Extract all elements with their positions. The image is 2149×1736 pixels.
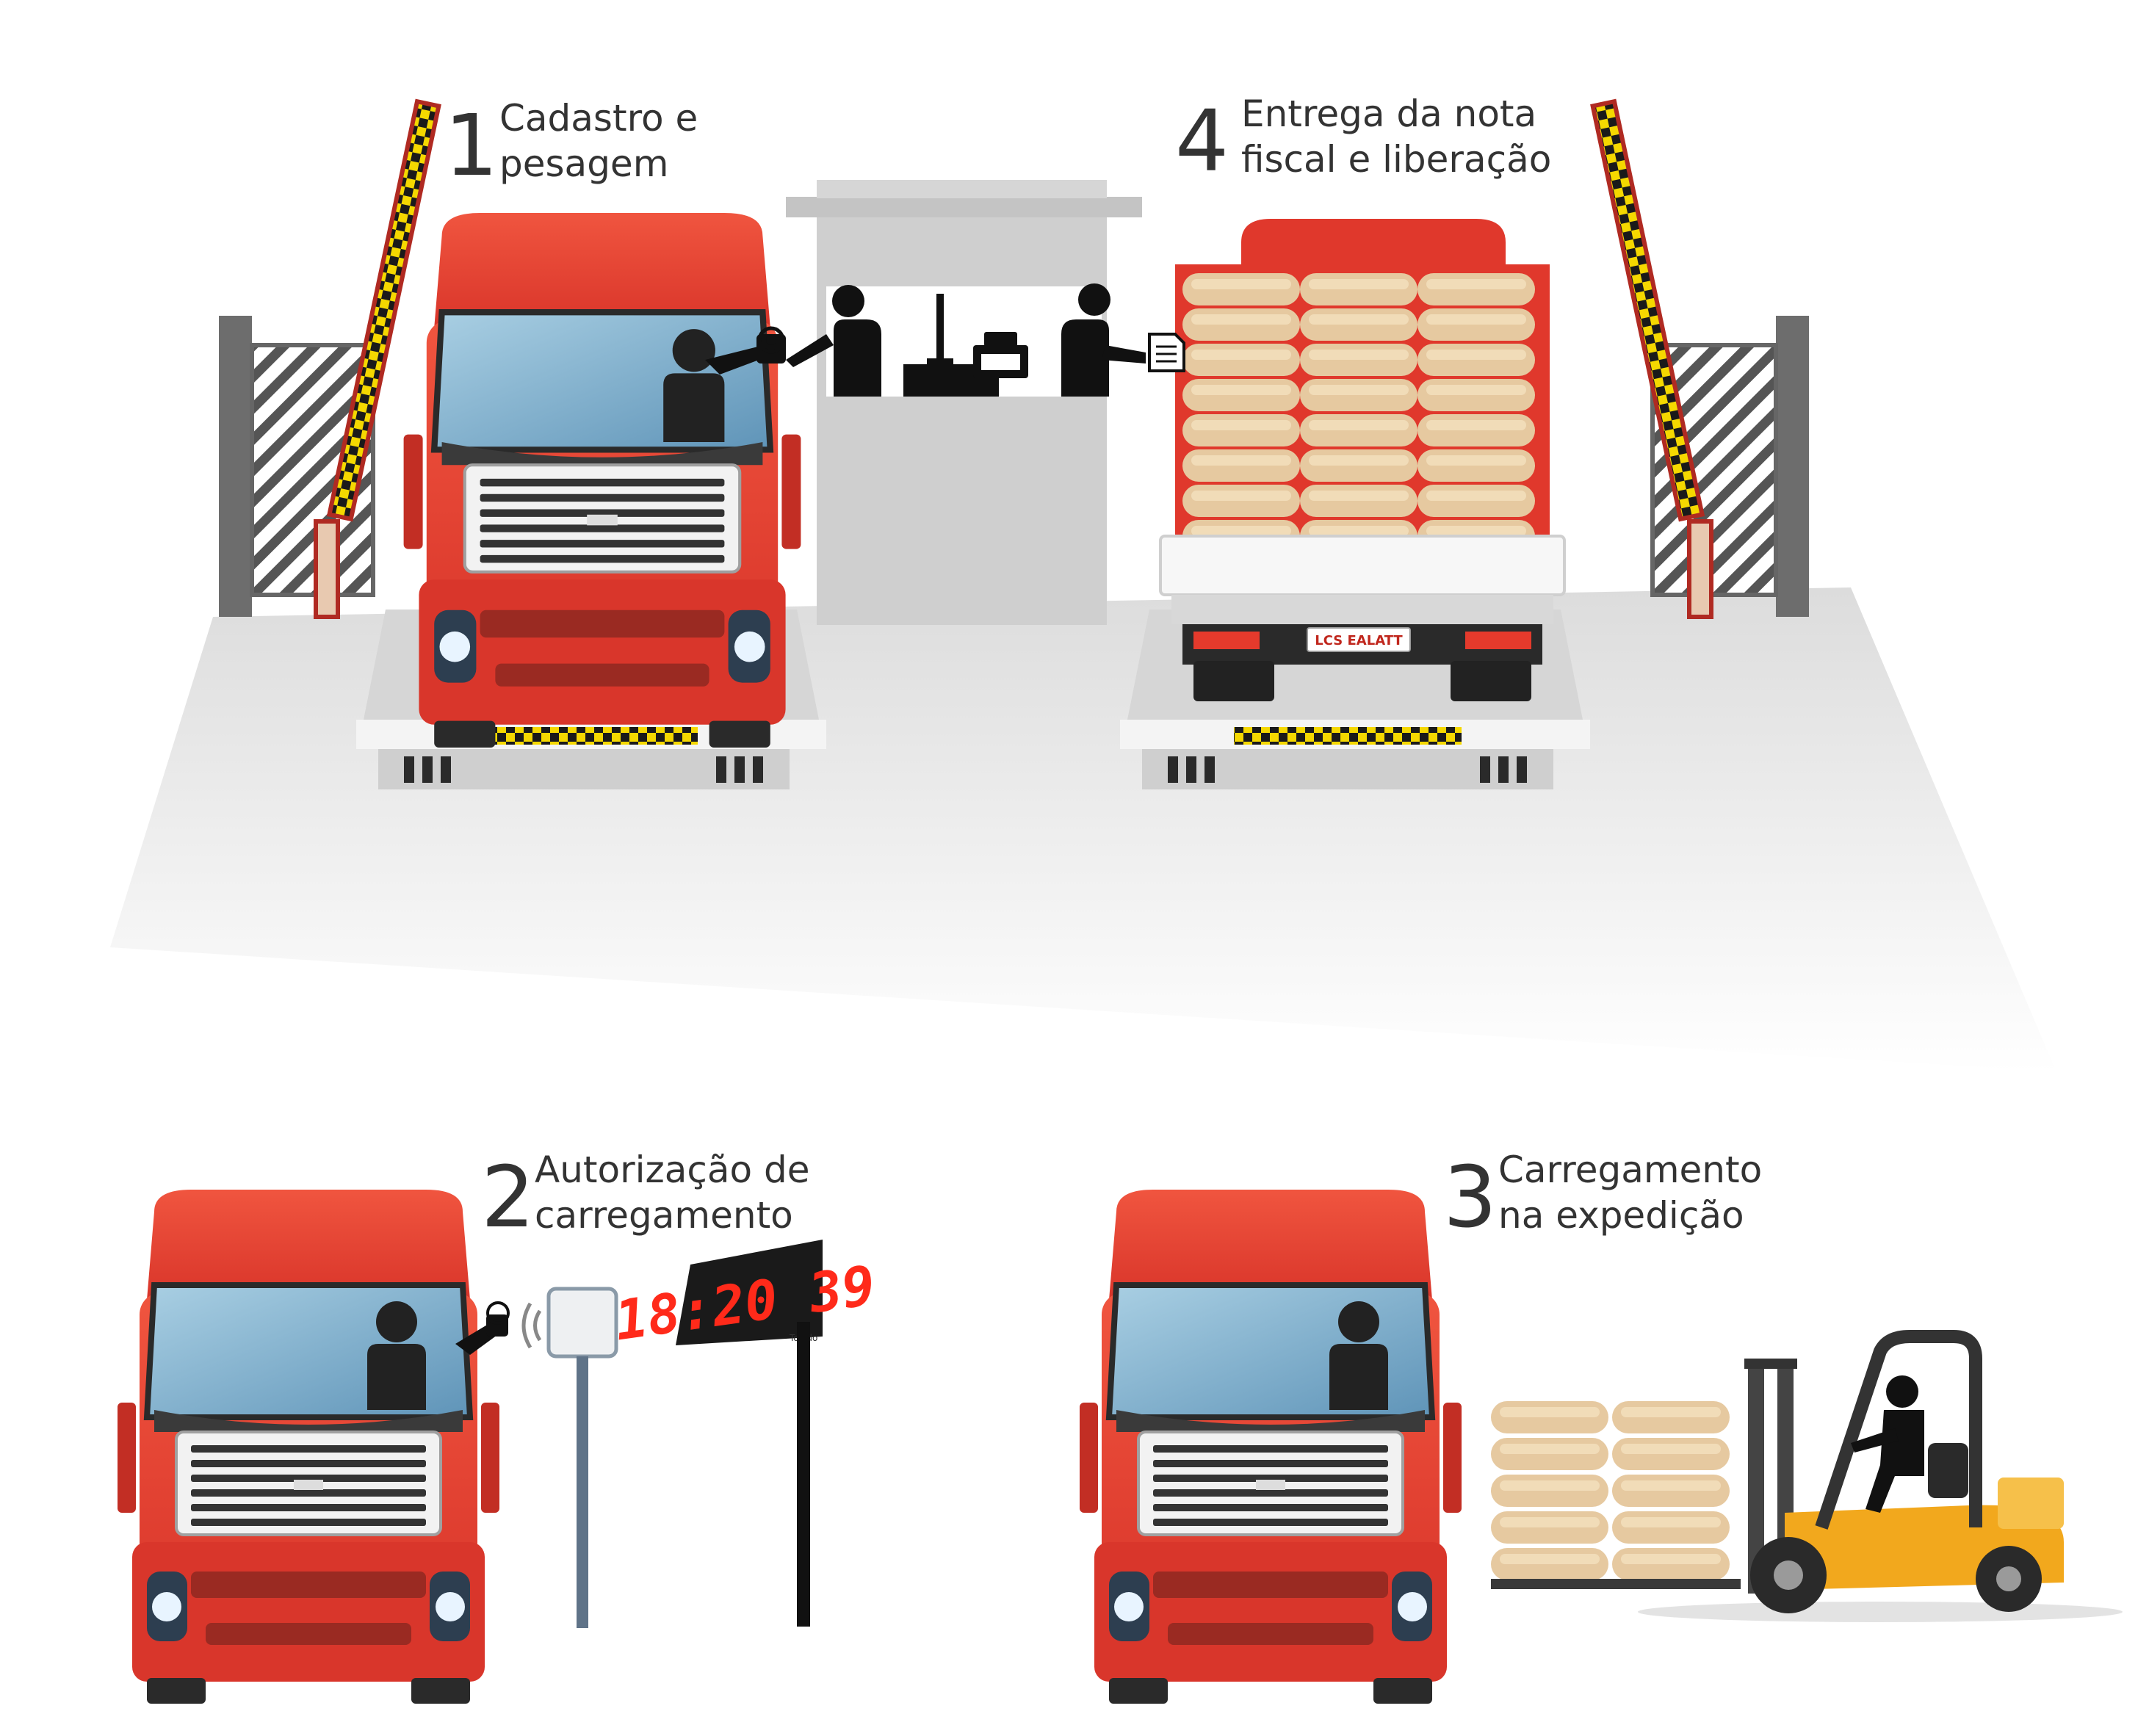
led-display-panel: 18:20 39 Toledo bbox=[611, 1240, 879, 1627]
step-4-caption: 4 Entrega da nota fiscal e liberação bbox=[1175, 93, 1551, 191]
step-1-caption: 1 Cadastro e pesagem bbox=[444, 97, 698, 195]
signal-waves-icon bbox=[524, 1303, 540, 1348]
step-4-number: 4 bbox=[1175, 93, 1229, 191]
step-4-label-line1: Entrega da nota bbox=[1241, 93, 1536, 135]
truck-step-3 bbox=[1080, 1190, 1462, 1704]
step-2-label-line1: Autorização de bbox=[535, 1149, 810, 1191]
weighing-booth bbox=[786, 180, 1146, 625]
step-3-caption: 3 Carregamento na expedição bbox=[1443, 1149, 1762, 1247]
step-1-label-line1: Cadastro e bbox=[499, 97, 698, 140]
truck-step-2 bbox=[118, 1190, 499, 1704]
step-3-number: 3 bbox=[1443, 1149, 1497, 1247]
step-2-label-line2: carregamento bbox=[535, 1194, 793, 1237]
truck-step-1 bbox=[404, 213, 801, 748]
forklift bbox=[1491, 1337, 2123, 1622]
rfid-card-icon-step-2 bbox=[486, 1303, 508, 1337]
rfid-reader-post bbox=[549, 1289, 616, 1628]
license-plate-text: LCS EALATT bbox=[1315, 633, 1403, 648]
pallet-sack-stack bbox=[1491, 1401, 1730, 1580]
document-icon bbox=[1149, 334, 1184, 371]
step-2-number: 2 bbox=[481, 1149, 535, 1247]
step-1-label-line2: pesagem bbox=[499, 142, 668, 185]
step-3-label-line1: Carregamento bbox=[1498, 1149, 1762, 1191]
step-4-label-line2: fiscal e liberação bbox=[1241, 138, 1551, 181]
truck-step-4-loaded: LCS EALATT bbox=[1160, 219, 1564, 701]
step-3-label-line2: na expedição bbox=[1498, 1194, 1744, 1237]
step-2-caption: 2 Autorização de carregamento bbox=[481, 1149, 810, 1247]
step-1-number: 1 bbox=[444, 97, 498, 195]
